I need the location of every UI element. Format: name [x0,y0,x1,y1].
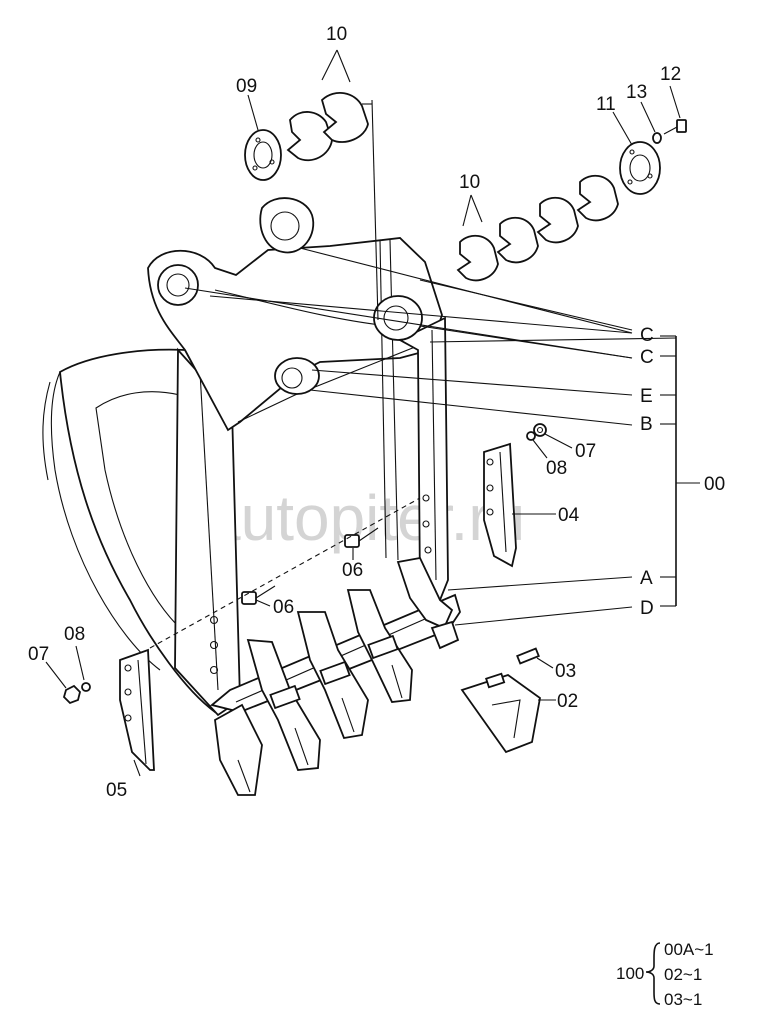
callout-05: 05 [106,780,127,801]
callout-06-upper: 06 [342,560,363,581]
callout-03: 03 [555,661,576,682]
callout-07-left: 07 [28,644,49,665]
assembly-legend: 100 00A~1 02~1 03~1 [616,940,714,1009]
callout-E: E [640,386,653,407]
leader-lines [45,49,700,1005]
shims-10-right [456,174,619,282]
callout-10-top: 10 [326,24,347,45]
callout-B: B [640,414,653,435]
legend-row: 00A~1 [664,940,714,959]
callout-11: 11 [596,94,616,115]
callout-08-left: 08 [64,624,85,645]
bucket-body [42,197,461,717]
callout-04: 04 [558,505,580,526]
callout-07-right: 07 [575,441,596,462]
callout-D: D [640,598,654,619]
plate-11 [619,141,661,195]
side-cutters [62,423,547,771]
callout-02: 02 [557,691,578,712]
legend-row: 02~1 [664,965,702,984]
bucket-teeth [214,556,541,796]
bolt-12 [663,119,687,135]
callout-12: 12 [660,64,681,85]
callout-10-right: 10 [459,172,480,193]
shims-and-plates [244,92,687,282]
callout-13: 13 [626,82,647,103]
legend-row: 03~1 [664,990,702,1009]
callout-A: A [640,568,653,589]
callout-09: 09 [236,76,257,97]
callout-labels: 10 09 10 11 13 12 C C E B 00 07 08 04 06… [28,24,725,801]
watermark: a autopiter.ru [117,471,525,554]
legend-main-number: 100 [616,964,644,983]
callout-C-upper: C [640,325,654,346]
callout-06-lower: 06 [273,597,294,618]
plate-09 [244,129,282,181]
watermark-text: autopiter.ru [205,482,525,554]
callout-C-lower: C [640,347,654,368]
callout-00: 00 [704,474,725,495]
shims-10-top [286,92,369,162]
callout-08-right: 08 [546,458,567,479]
